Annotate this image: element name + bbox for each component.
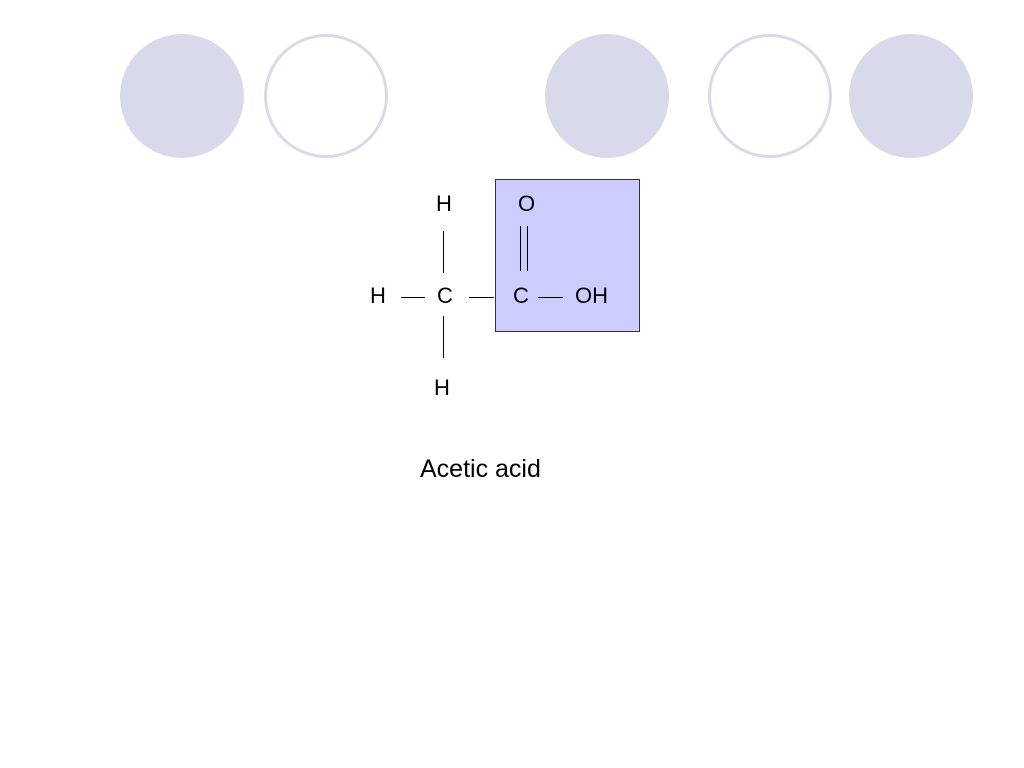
atom-o: O — [518, 191, 536, 216]
bond-c-h-top — [443, 231, 444, 273]
atom-h-left: H — [370, 283, 386, 308]
decorative-circle-outline — [264, 34, 388, 158]
double-bond-c-o-line1 — [520, 226, 521, 271]
bond-c-oh — [538, 297, 563, 298]
bond-c-c — [469, 297, 494, 298]
decorative-circle-outline — [708, 34, 832, 158]
bond-h-c-left — [401, 297, 425, 298]
decorative-circle-filled — [120, 34, 244, 158]
atom-h-bottom: H — [434, 375, 450, 400]
molecule-caption: Acetic acid — [420, 455, 541, 483]
carboxyl-group-highlight — [495, 179, 640, 332]
double-bond-c-o-line2 — [527, 226, 528, 271]
decorative-circle-filled — [545, 34, 669, 158]
atom-oh: OH — [575, 283, 608, 308]
decorative-circle-filled — [849, 34, 973, 158]
atom-c-methyl: C — [437, 283, 453, 308]
bond-c-h-bottom — [443, 316, 444, 358]
atom-h-top: H — [436, 191, 452, 216]
atom-c-carboxyl: C — [513, 283, 529, 308]
